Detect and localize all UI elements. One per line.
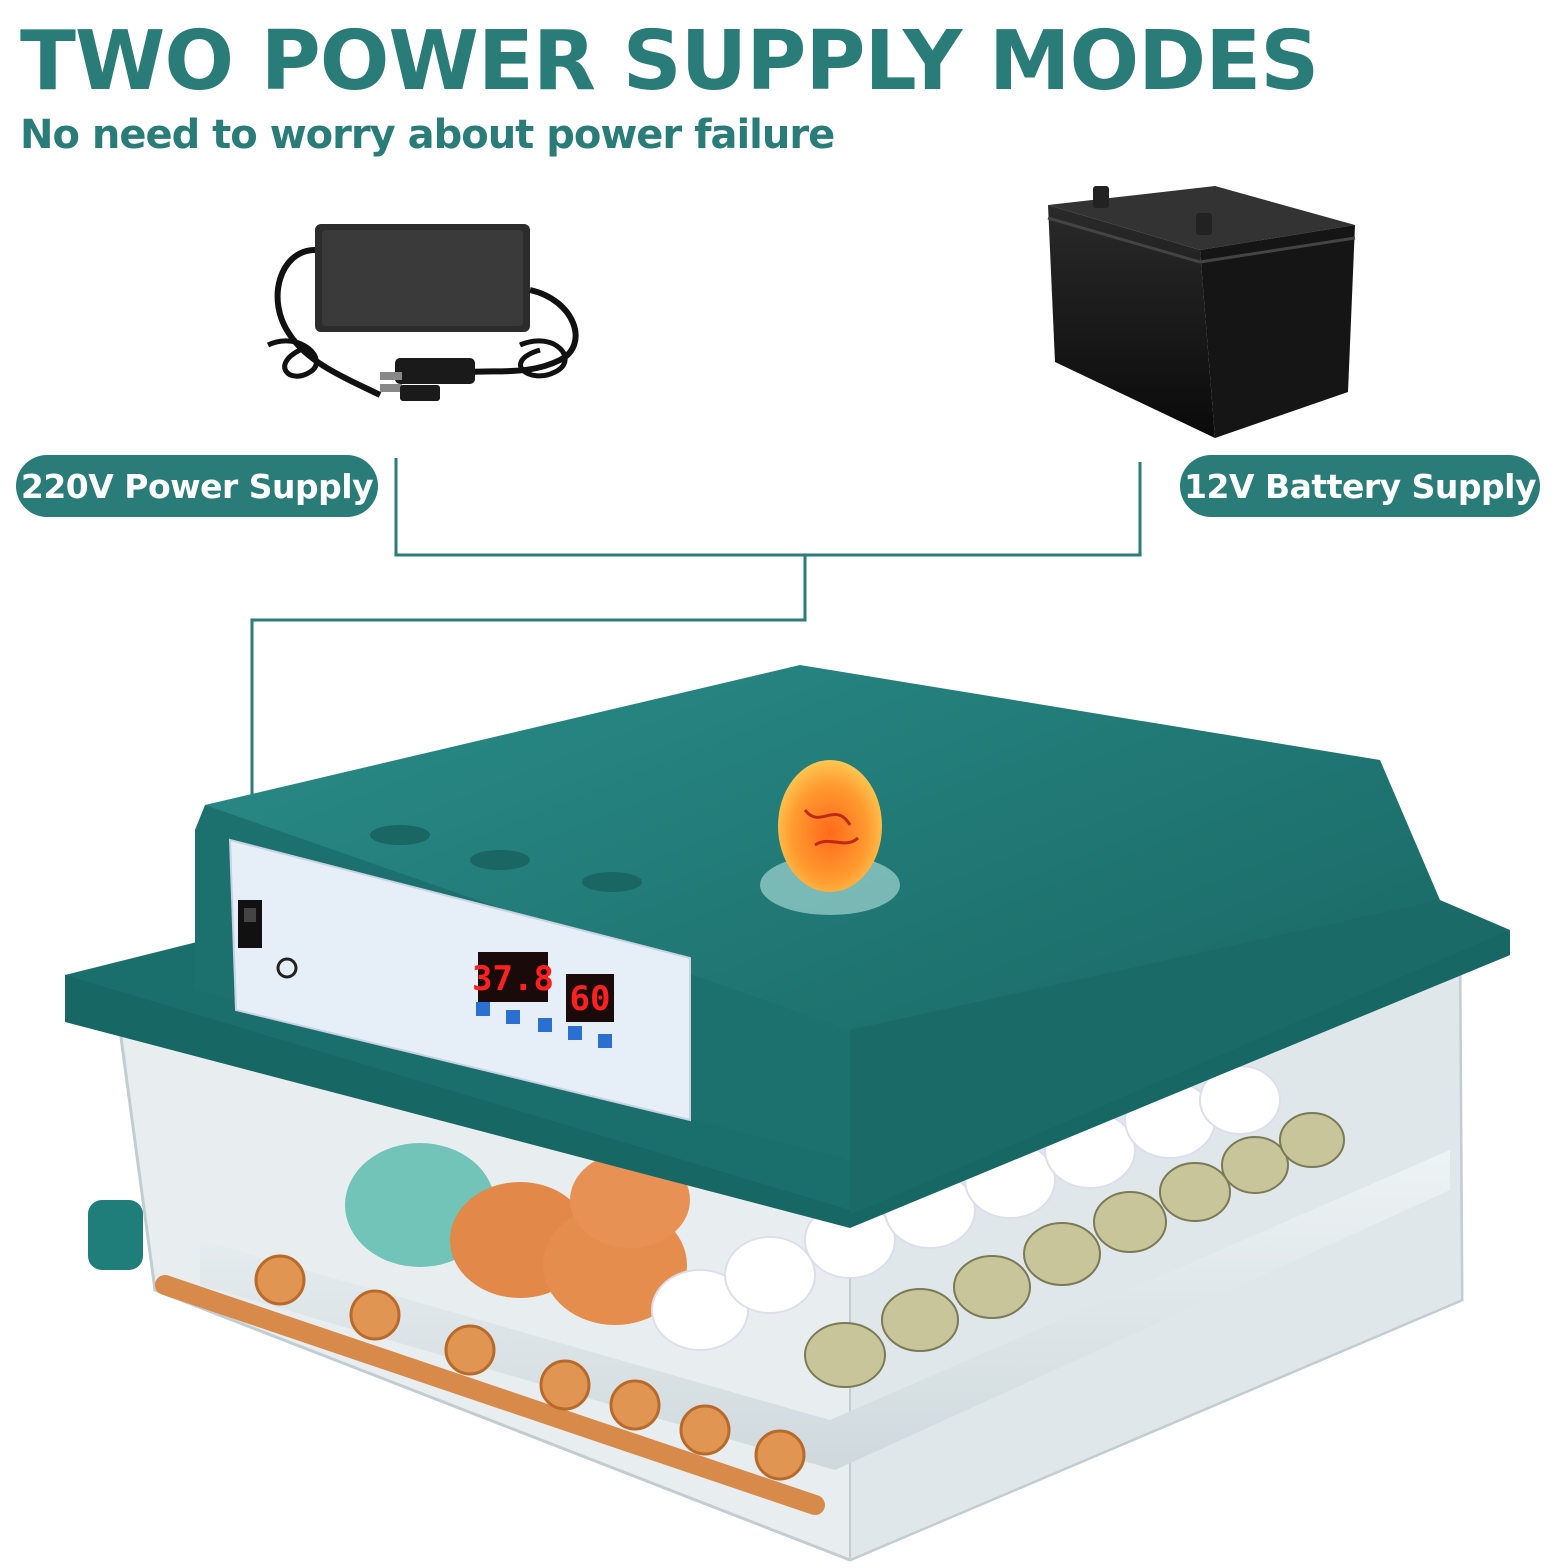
glowing-egg-icon — [760, 760, 900, 915]
power-switch — [238, 900, 262, 948]
ac-power-supply-label: 220V Power Supply — [16, 455, 378, 517]
temperature-readout: 37.8 — [472, 959, 554, 999]
humidity-readout: 60 — [570, 979, 611, 1019]
battery-supply-label: 12V Battery Supply — [1180, 455, 1540, 517]
panel-buttons — [476, 1002, 612, 1048]
temperature-display: 37.8 — [472, 952, 554, 1002]
page-title: TWO POWER SUPPLY MODES — [20, 14, 1319, 109]
ac-adapter-icon — [266, 224, 579, 401]
page-subtitle: No need to worry about power failure — [20, 112, 835, 158]
connector-lines — [250, 458, 1142, 915]
turning-gears — [254, 1254, 806, 1481]
incubator-illustration: 37.8 60 — [65, 665, 1510, 1562]
car-battery-icon — [1047, 186, 1356, 438]
humidity-display: 60 — [566, 974, 614, 1022]
